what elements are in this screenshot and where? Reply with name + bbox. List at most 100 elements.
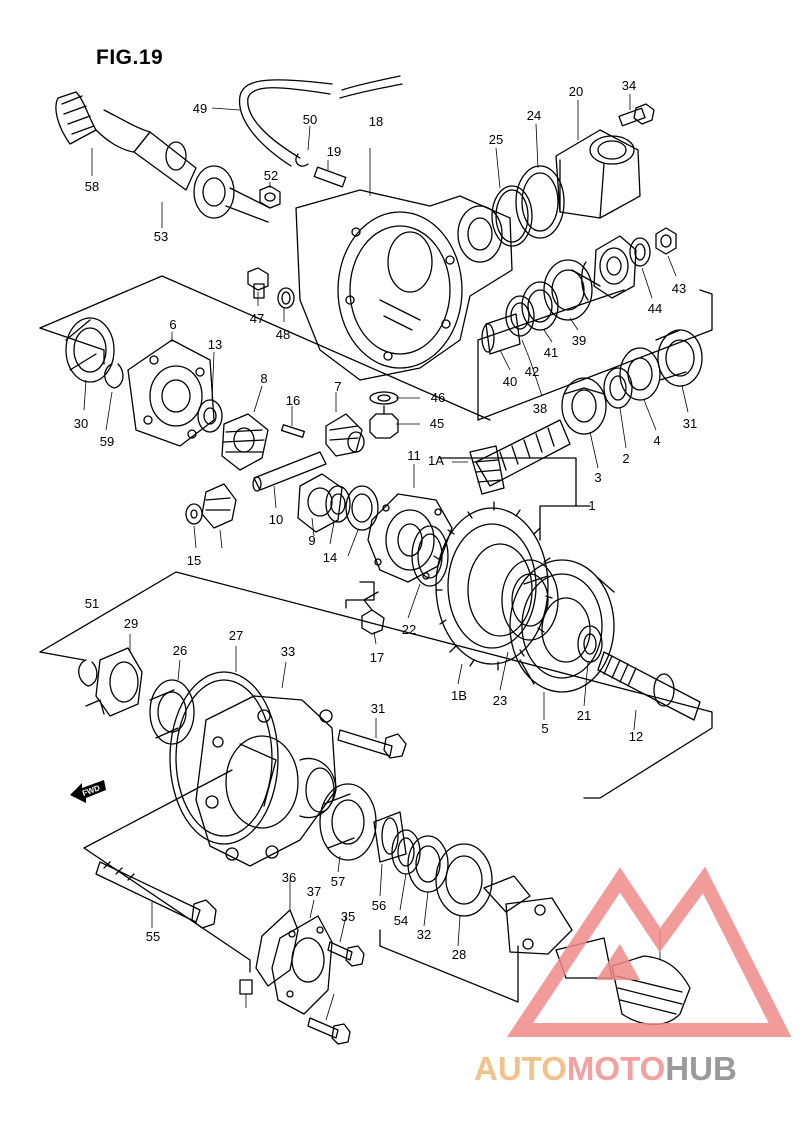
- callout-57: 57: [331, 874, 345, 889]
- callout-11: 11: [407, 448, 421, 463]
- callout-25: 25: [489, 132, 503, 147]
- callout-23: 23: [493, 693, 507, 708]
- companion-flange-part: [571, 235, 637, 301]
- bearing-29-part: [149, 679, 195, 745]
- callout-52: 52: [264, 168, 278, 183]
- plug-washer-part: [277, 287, 295, 309]
- callout-44: 44: [648, 301, 662, 316]
- gasket-26-part: [169, 671, 279, 845]
- cover-28-part: [271, 915, 333, 1015]
- callout-7: 7: [334, 379, 341, 394]
- snap-ring-59-lower-part: [78, 659, 98, 687]
- washer-15-lower-part: [185, 503, 203, 525]
- watermark-hub: HUB: [665, 1050, 737, 1087]
- washer-44-part: [629, 237, 651, 267]
- callout-54: 54: [394, 913, 408, 928]
- callout-55: 55: [146, 929, 160, 944]
- callout-9: 9: [308, 533, 315, 548]
- watermark-wordmark: AUTOMOTOHUB: [474, 1050, 737, 1088]
- snap-ring-59-part: [104, 363, 124, 389]
- figure-title: FIG.19: [96, 46, 164, 69]
- callout-28: 28: [452, 947, 466, 962]
- callout-20: 20: [569, 84, 583, 99]
- callout-15: 15: [187, 553, 201, 568]
- callout-48: 48: [276, 327, 290, 342]
- callout-50: 50: [303, 112, 317, 127]
- extension-case-part: [555, 129, 641, 219]
- callout-31: 31: [683, 416, 697, 431]
- left-boot-part: [55, 91, 151, 153]
- pinion-shaft-10-part: [252, 451, 327, 492]
- callout-41: 41: [544, 345, 558, 360]
- washer-46-part: [369, 391, 399, 405]
- callout-14: 14: [323, 550, 337, 565]
- dowel-37-part: [239, 979, 253, 995]
- callout-45: 45: [430, 416, 444, 431]
- callout-24: 24: [527, 108, 541, 123]
- side-gear-9-part: [297, 473, 343, 533]
- callout-31: 31: [371, 701, 385, 716]
- washer-41-part: [521, 281, 559, 331]
- callout-13: 13: [208, 337, 222, 352]
- lock-pin-16-part: [280, 424, 306, 438]
- washer-54-part: [435, 843, 493, 917]
- callout-34: 34: [622, 78, 636, 93]
- thrust-washer-13-part: [197, 399, 223, 433]
- watermark-triangle-outer: [506, 866, 792, 1037]
- callout-36: 36: [282, 870, 296, 885]
- callout-27: 27: [229, 628, 243, 643]
- callout-2: 2: [622, 451, 629, 466]
- callout-1b: 1B: [451, 688, 467, 703]
- callout-38: 38: [533, 401, 547, 416]
- callout-47: 47: [250, 311, 264, 326]
- callout-37: 37: [307, 884, 321, 899]
- callout-39: 39: [572, 333, 586, 348]
- washer-15-upper-part: [347, 431, 365, 453]
- side-gear-8-part: [221, 413, 269, 471]
- washer-14-part: [325, 485, 351, 523]
- callout-49: 49: [193, 101, 207, 116]
- callout-32: 32: [417, 927, 431, 942]
- callout-17: 17: [370, 650, 384, 665]
- shim-2-part: [603, 367, 633, 409]
- callout-22: 22: [402, 622, 416, 637]
- callout-26: 26: [173, 643, 187, 658]
- callout-58: 58: [85, 179, 99, 194]
- callout-33: 33: [281, 644, 295, 659]
- callout-43: 43: [672, 281, 686, 296]
- callout-21: 21: [577, 708, 591, 723]
- bearing-5-part: [509, 559, 615, 693]
- breather-hose-part: [238, 75, 403, 167]
- bolt-35-part: [307, 1017, 351, 1045]
- callout-46: 46: [431, 390, 445, 405]
- callout-12: 12: [629, 729, 643, 744]
- callout-8: 8: [260, 371, 267, 386]
- hose-clip-part: [295, 153, 309, 167]
- watermark-auto: AUTO: [474, 1050, 567, 1087]
- bolt-36-part: [327, 941, 365, 967]
- callout-5: 5: [541, 721, 548, 736]
- callout-56: 56: [372, 898, 386, 913]
- bolt-34-lower-part: [337, 729, 407, 759]
- callout-51: 51: [85, 596, 99, 611]
- callout-35: 35: [341, 909, 355, 924]
- pinion-gear-7-lower-part: [201, 483, 237, 529]
- callout-40: 40: [503, 374, 517, 389]
- callout-16: 16: [286, 393, 300, 408]
- callout-1: 1: [588, 498, 595, 513]
- bearing-31-lower-part: [319, 783, 377, 861]
- washer-13-lower-part: [345, 485, 379, 531]
- bearing-3-part: [561, 377, 607, 435]
- washer-56-part: [407, 835, 449, 893]
- leader-lines: [83, 94, 689, 1021]
- callout-29: 29: [124, 616, 138, 631]
- seal-51-part: [85, 647, 143, 717]
- ring-22-part: [411, 525, 449, 587]
- bolt-17-part: [361, 591, 385, 635]
- watermark-logo: [506, 866, 792, 1037]
- callout-42: 42: [525, 364, 539, 379]
- nut-43-part: [655, 227, 677, 255]
